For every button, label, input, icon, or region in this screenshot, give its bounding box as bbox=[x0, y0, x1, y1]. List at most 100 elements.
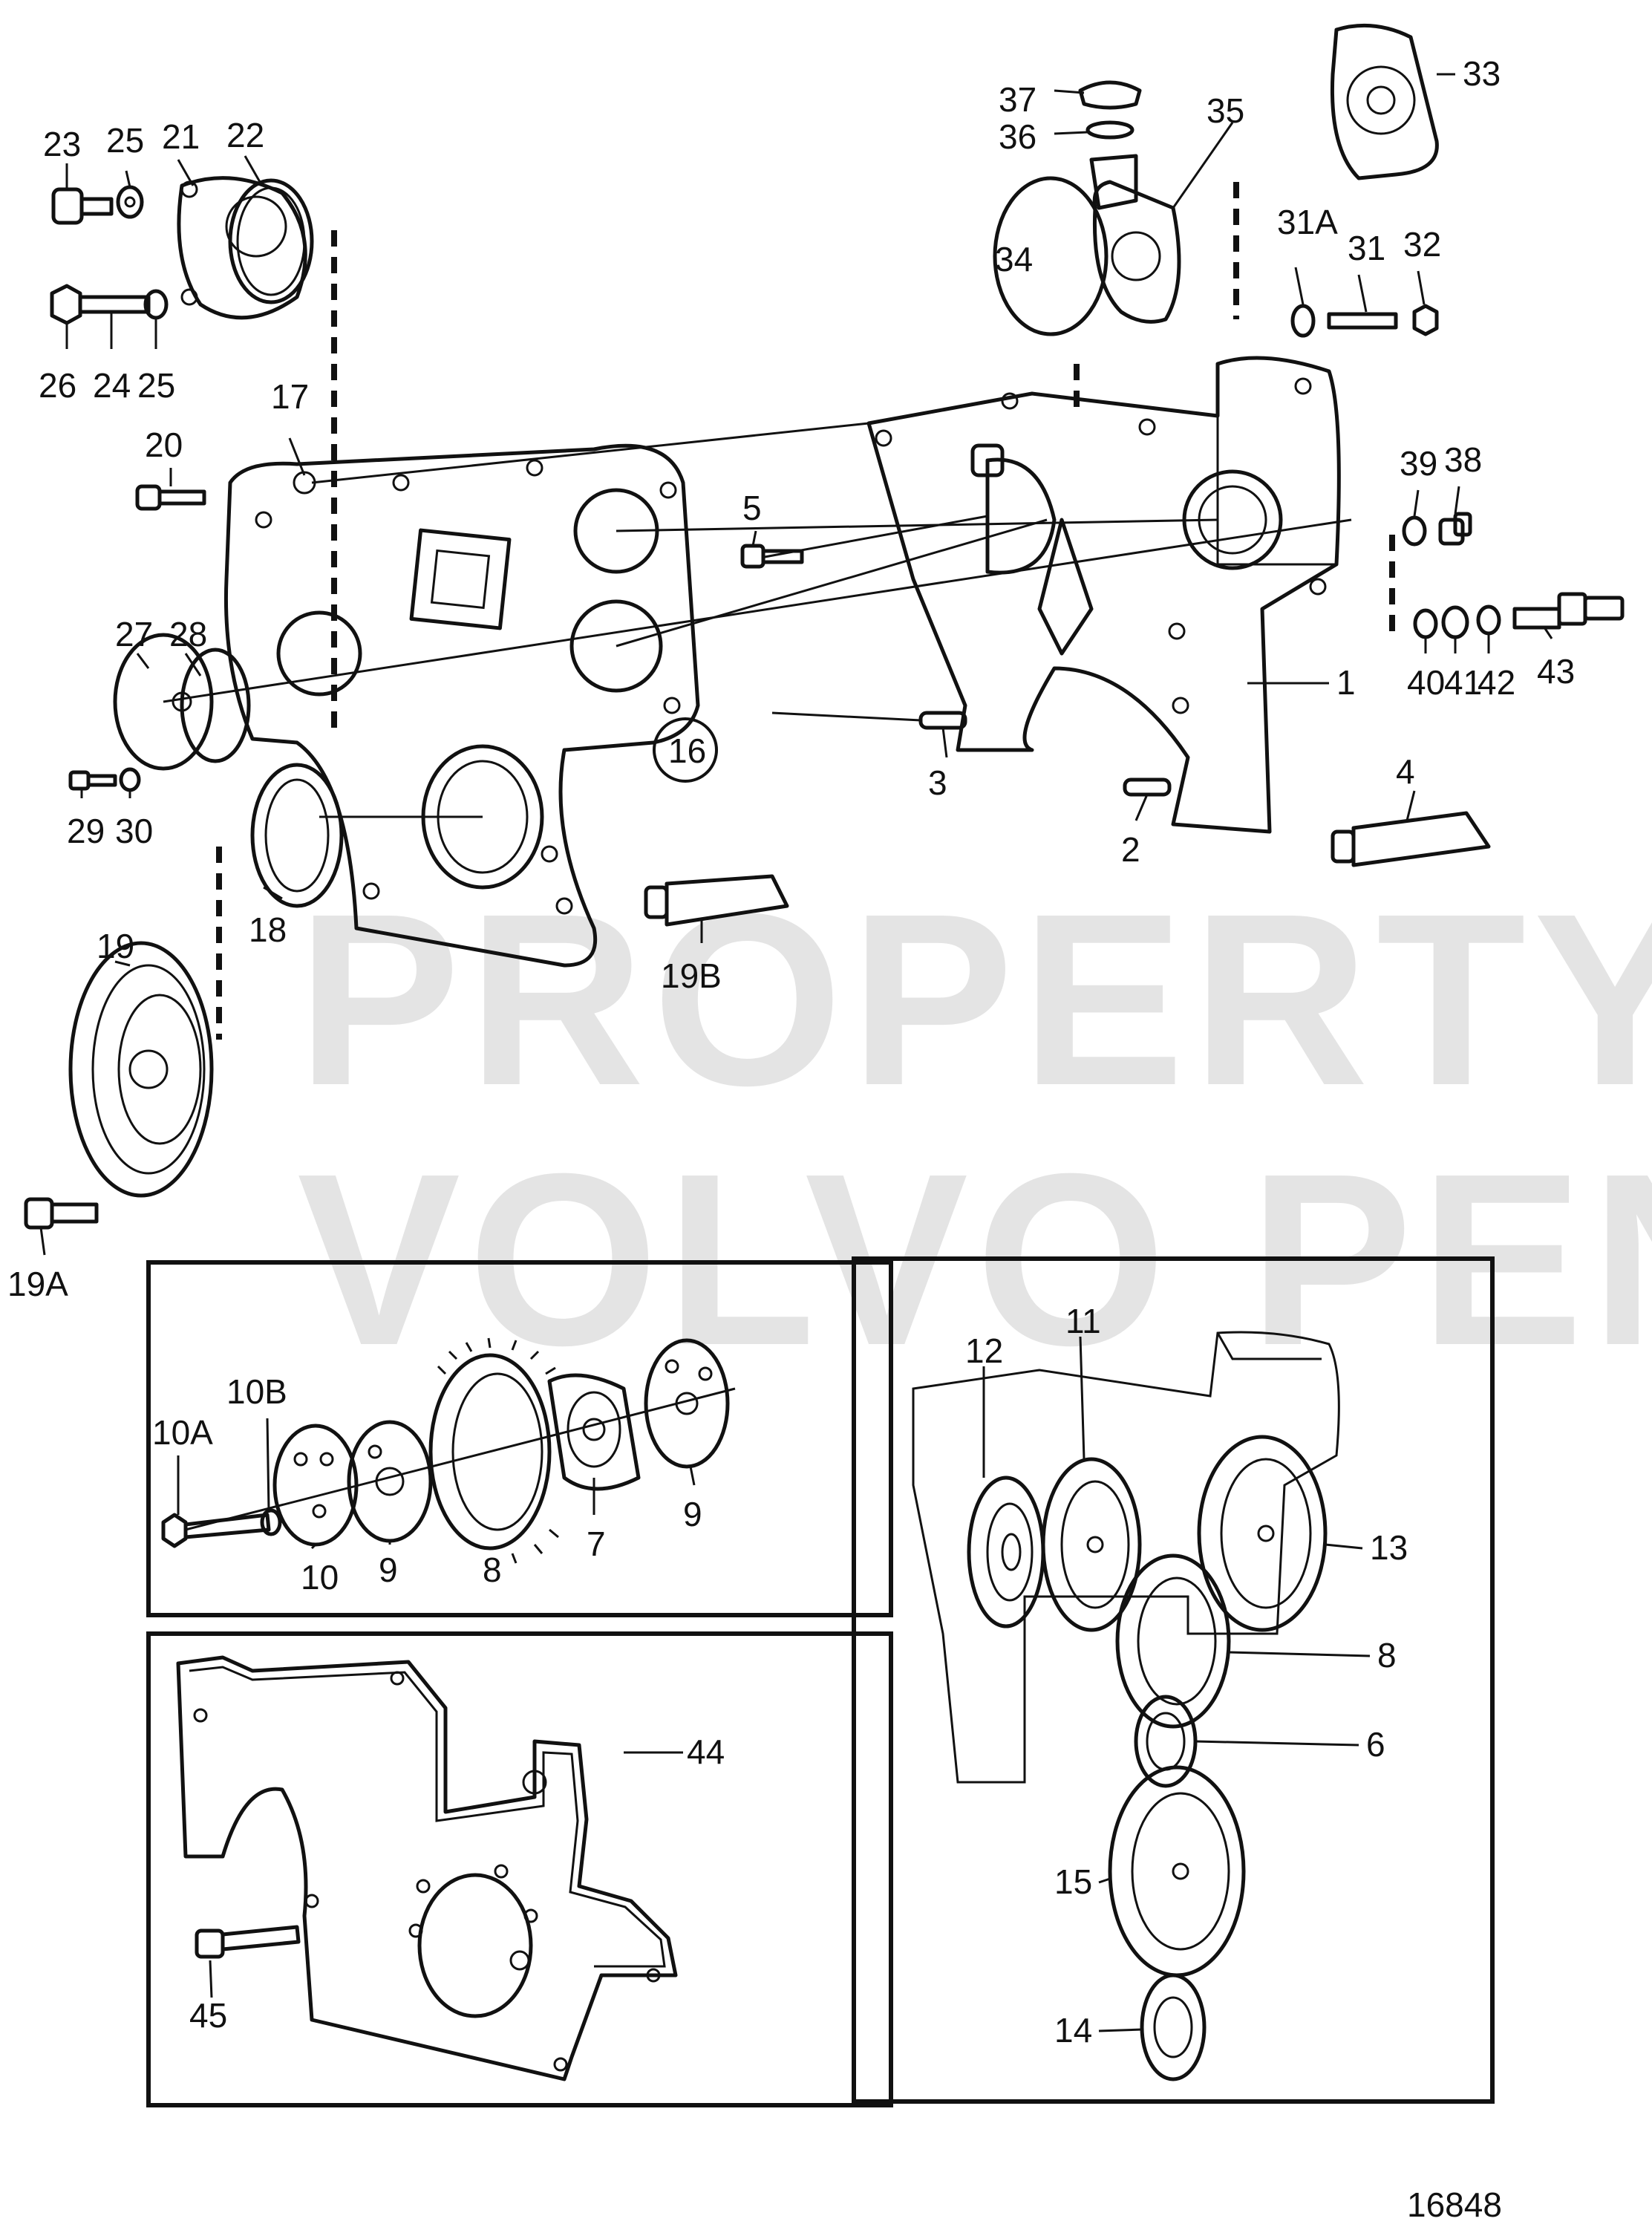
callout-35: 35 bbox=[1207, 91, 1244, 130]
seal-18 bbox=[250, 763, 344, 908]
callout-1: 1 bbox=[1336, 663, 1356, 702]
callout-18: 18 bbox=[249, 910, 287, 949]
shim-9-left bbox=[347, 1420, 433, 1543]
callout-16: 16 bbox=[668, 731, 706, 770]
callout-33: 33 bbox=[1463, 54, 1501, 93]
callout-29: 29 bbox=[67, 812, 105, 850]
callout-19B: 19B bbox=[661, 956, 722, 995]
callout-28: 28 bbox=[169, 615, 207, 653]
callout-17: 17 bbox=[271, 377, 309, 416]
callout-9-left: 9 bbox=[379, 1551, 398, 1589]
callout-34: 34 bbox=[995, 240, 1033, 278]
callout-labels-top: 23 25 21 22 26 24 25 17 20 27 28 29 30 1… bbox=[7, 54, 1575, 1303]
washer-40 bbox=[1413, 608, 1438, 639]
gear-14 bbox=[1140, 1973, 1207, 2081]
panel-gear-train: 12 11 13 8 6 15 14 bbox=[852, 1256, 1495, 2104]
hub-axis-line bbox=[185, 1387, 736, 1531]
callout-20: 20 bbox=[145, 425, 183, 464]
washer-plate-10 bbox=[272, 1424, 359, 1547]
screw-20 bbox=[135, 484, 206, 511]
washer-30 bbox=[119, 767, 141, 792]
bolt-19A bbox=[24, 1197, 99, 1230]
alignment-lines bbox=[163, 422, 1352, 818]
callout-16-circle bbox=[653, 717, 718, 783]
callout-41: 41 bbox=[1444, 663, 1482, 702]
gasket-44 bbox=[176, 1655, 678, 2081]
callout-45: 45 bbox=[189, 1996, 227, 2035]
washer-10B bbox=[260, 1508, 282, 1536]
callout-19: 19 bbox=[97, 927, 134, 965]
gear-6 bbox=[1134, 1695, 1198, 1788]
bolt-10A bbox=[161, 1513, 271, 1548]
screw-45 bbox=[195, 1925, 301, 1959]
plug-38 bbox=[1438, 512, 1472, 546]
callout-6: 6 bbox=[1366, 1725, 1385, 1764]
callout-38: 38 bbox=[1444, 440, 1482, 479]
callout-24: 24 bbox=[93, 366, 131, 405]
cover-33 bbox=[1330, 23, 1439, 180]
timing-housing-1 bbox=[866, 356, 1341, 834]
callout-2: 2 bbox=[1121, 830, 1140, 869]
nut-32 bbox=[1412, 304, 1439, 336]
sealant-tube-19B bbox=[644, 874, 789, 927]
o-ring-22 bbox=[228, 178, 314, 304]
stud-31 bbox=[1327, 312, 1398, 330]
screw-29 bbox=[68, 770, 117, 791]
callout-15: 15 bbox=[1054, 1862, 1092, 1901]
callout-3: 3 bbox=[928, 763, 947, 802]
callout-5: 5 bbox=[742, 489, 762, 527]
callout-32: 32 bbox=[1403, 225, 1441, 264]
gasket-34 bbox=[993, 176, 1109, 336]
gear-12 bbox=[967, 1476, 1045, 1628]
callout-31: 31 bbox=[1348, 229, 1385, 267]
gear-8-train bbox=[1115, 1553, 1231, 1729]
gear-13 bbox=[1197, 1435, 1328, 1632]
screw-23 bbox=[51, 187, 114, 225]
pin-3 bbox=[918, 711, 967, 730]
shim-9-right bbox=[644, 1338, 730, 1469]
callout-9-right: 9 bbox=[683, 1495, 702, 1533]
callout-13: 13 bbox=[1370, 1528, 1408, 1567]
sensor-43 bbox=[1512, 592, 1625, 630]
watermark-line1: PROPERTY OF bbox=[297, 862, 1652, 1136]
panel-hub-assembly: 10A 10B 10 9 8 7 9 bbox=[146, 1260, 893, 1617]
panel-gasket: 44 45 bbox=[146, 1631, 893, 2107]
stud-24 bbox=[50, 284, 169, 325]
washer-42 bbox=[1476, 604, 1501, 636]
o-ring-28 bbox=[180, 648, 251, 763]
washer-25-top bbox=[116, 185, 144, 219]
gear-11 bbox=[1041, 1457, 1142, 1632]
callout-25-lower: 25 bbox=[137, 366, 175, 405]
callout-42: 42 bbox=[1478, 663, 1515, 702]
gear-15 bbox=[1108, 1765, 1246, 1977]
callout-8: 8 bbox=[483, 1551, 502, 1589]
callout-30: 30 bbox=[115, 812, 153, 850]
pulley-19 bbox=[68, 941, 214, 1198]
hub-7 bbox=[547, 1373, 641, 1491]
callout-39: 39 bbox=[1400, 444, 1437, 483]
washer-31A bbox=[1290, 304, 1316, 338]
callout-25: 25 bbox=[106, 121, 144, 160]
callout-37: 37 bbox=[999, 80, 1036, 119]
callout-14: 14 bbox=[1054, 2011, 1092, 2050]
callout-21: 21 bbox=[162, 117, 200, 156]
callout-40: 40 bbox=[1407, 663, 1445, 702]
callout-10: 10 bbox=[301, 1558, 339, 1597]
pin-2 bbox=[1123, 777, 1172, 797]
cap-37 bbox=[1078, 80, 1142, 110]
callout-4: 4 bbox=[1396, 752, 1415, 791]
callout-11: 11 bbox=[1065, 1302, 1101, 1340]
callout-8-train: 8 bbox=[1377, 1636, 1397, 1675]
washer-36 bbox=[1085, 120, 1134, 140]
callout-27: 27 bbox=[115, 615, 153, 653]
callout-10A: 10A bbox=[152, 1413, 213, 1452]
callout-31A: 31A bbox=[1277, 203, 1338, 241]
sealant-tube-4 bbox=[1331, 811, 1491, 867]
washer-41 bbox=[1441, 605, 1469, 639]
callout-10B: 10B bbox=[226, 1372, 287, 1411]
callout-19A: 19A bbox=[7, 1265, 68, 1303]
callout-23: 23 bbox=[43, 125, 81, 163]
callout-22: 22 bbox=[226, 116, 264, 154]
callout-44: 44 bbox=[687, 1732, 725, 1771]
